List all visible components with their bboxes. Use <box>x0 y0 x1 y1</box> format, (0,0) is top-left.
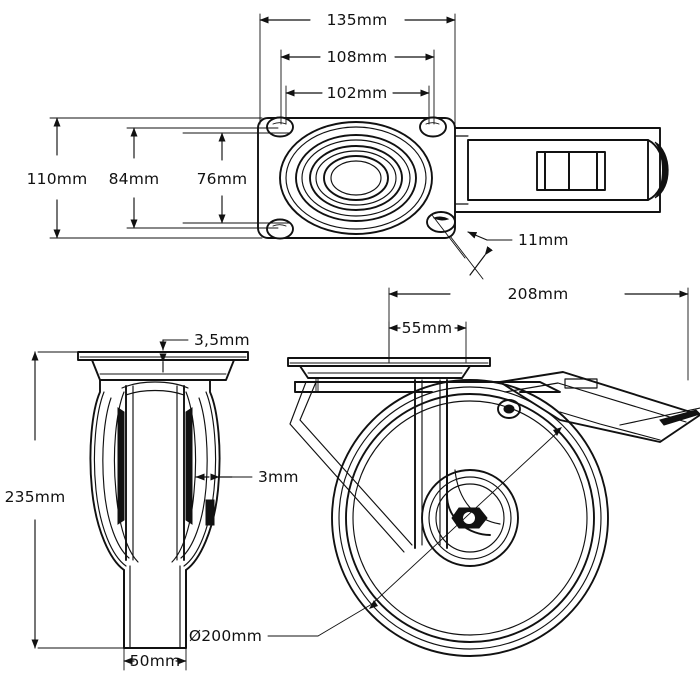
label-bolt-pattern-long: 102mm <box>327 84 388 102</box>
label-wheel-diameter: Ø200mm <box>189 627 262 645</box>
front-view-wheel <box>89 379 221 649</box>
dimension-bolt-pattern-long: 102mm <box>285 84 430 102</box>
mounting-hole-top-right <box>419 116 447 138</box>
dimension-bolt-pattern-short: 76mm <box>197 132 248 224</box>
dimension-hole-spacing-long: 108mm <box>280 48 435 66</box>
label-plate-thickness: 3,5mm <box>194 331 250 349</box>
label-overall-length: 208mm <box>508 285 569 303</box>
label-hole-spacing-long: 108mm <box>327 48 388 66</box>
fork-yoke <box>289 377 561 553</box>
dimension-swivel-offset: 55mm <box>388 319 467 337</box>
mounting-plate-outline <box>257 117 456 239</box>
diameter-leader: Ø200mm <box>189 427 562 645</box>
swivel-raceway-rings <box>279 121 433 235</box>
side-view-wheel <box>331 379 609 657</box>
label-hole-diameter: 11mm <box>518 231 569 249</box>
dimension-overall-height: 235mm <box>5 351 125 649</box>
side-view-top-plate <box>287 357 491 379</box>
dimension-tread-thickness: 3mm <box>195 468 299 486</box>
top-view: 135mm 108mm 102mm 110mm <box>27 11 669 280</box>
dimension-plate-width: 135mm <box>259 11 456 29</box>
mounting-hole-bottom-right <box>426 211 456 233</box>
label-swivel-offset: 55mm <box>402 319 453 337</box>
label-bolt-pattern-short: 76mm <box>197 170 248 188</box>
wheel-outer-circle <box>331 379 609 657</box>
dimension-plate-depth: 110mm <box>27 117 88 239</box>
label-tread-thickness: 3mm <box>258 468 299 486</box>
front-view: 3,5mm 235mm 3mm <box>5 331 299 671</box>
top-view-extension-lines <box>49 13 456 239</box>
mounting-hole-top-left <box>266 116 294 138</box>
dimension-tread-width: 50mm <box>123 647 187 671</box>
label-overall-height: 235mm <box>5 488 66 506</box>
label-plate-depth: 110mm <box>27 170 88 188</box>
label-hole-spacing-short: 84mm <box>109 170 160 188</box>
side-view: Ø200mm 208mm 55mm <box>189 285 700 657</box>
dimension-hole-spacing-short: 84mm <box>109 127 160 229</box>
label-tread-width: 50mm <box>130 652 181 670</box>
mounting-hole-bottom-left <box>266 218 294 240</box>
label-plate-width: 135mm <box>327 11 388 29</box>
dimension-overall-length: 208mm <box>388 285 689 303</box>
dimension-hole-diameter: 11mm <box>431 214 569 280</box>
dimension-plate-thickness: 3,5mm <box>159 331 250 373</box>
brake-pedal-assembly <box>454 127 669 213</box>
